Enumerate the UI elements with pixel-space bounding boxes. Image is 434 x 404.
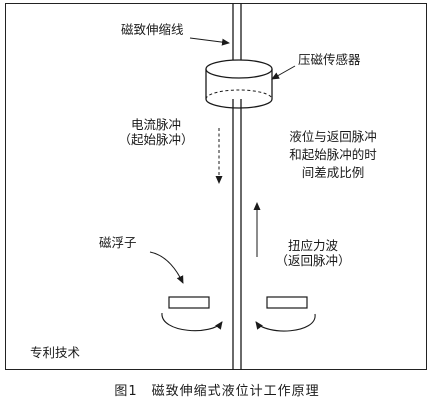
current-pulse-label: 电流脉冲 （起始脉冲） xyxy=(116,117,196,147)
float-magnet-left xyxy=(168,296,210,309)
figure-caption: 图1 磁致伸缩式液位计工作原理 xyxy=(114,384,320,399)
float-magnet-right xyxy=(266,296,308,309)
proportional-line1: 液位与返回脉冲 xyxy=(289,129,377,144)
sensor-label-arrow xyxy=(271,65,296,80)
float-label-arrow xyxy=(149,251,184,284)
magnetic-float-label: 磁浮子 xyxy=(99,235,137,250)
field-swirl-left xyxy=(161,312,223,332)
sensor-label: 压磁传感器 xyxy=(298,52,361,67)
current-pulse-line1: 电流脉冲 xyxy=(130,117,181,132)
diagram-frame xyxy=(5,3,427,370)
torsion-label-arrow xyxy=(257,250,268,253)
torsion-wave-line2: （返回脉冲） xyxy=(275,253,351,268)
proportional-line2: 和起始脉冲的时 xyxy=(289,147,377,162)
field-swirl-right xyxy=(255,313,316,332)
sensor-cylinder xyxy=(205,59,273,109)
wire-label-arrow xyxy=(189,37,230,46)
proportional-line3: 间差成比例 xyxy=(301,165,365,180)
torsion-wave-label: 扭应力波 （返回脉冲） xyxy=(268,238,358,268)
corner-note: 专利技术 xyxy=(30,345,81,360)
current-pulse-line2: （起始脉冲） xyxy=(118,132,194,147)
torsion-wave-line1: 扭应力波 xyxy=(287,238,338,253)
wire-label: 磁致伸缩线 xyxy=(121,22,184,37)
proportional-label: 液位与返回脉冲 和起始脉冲的时 间差成比例 xyxy=(268,128,398,182)
